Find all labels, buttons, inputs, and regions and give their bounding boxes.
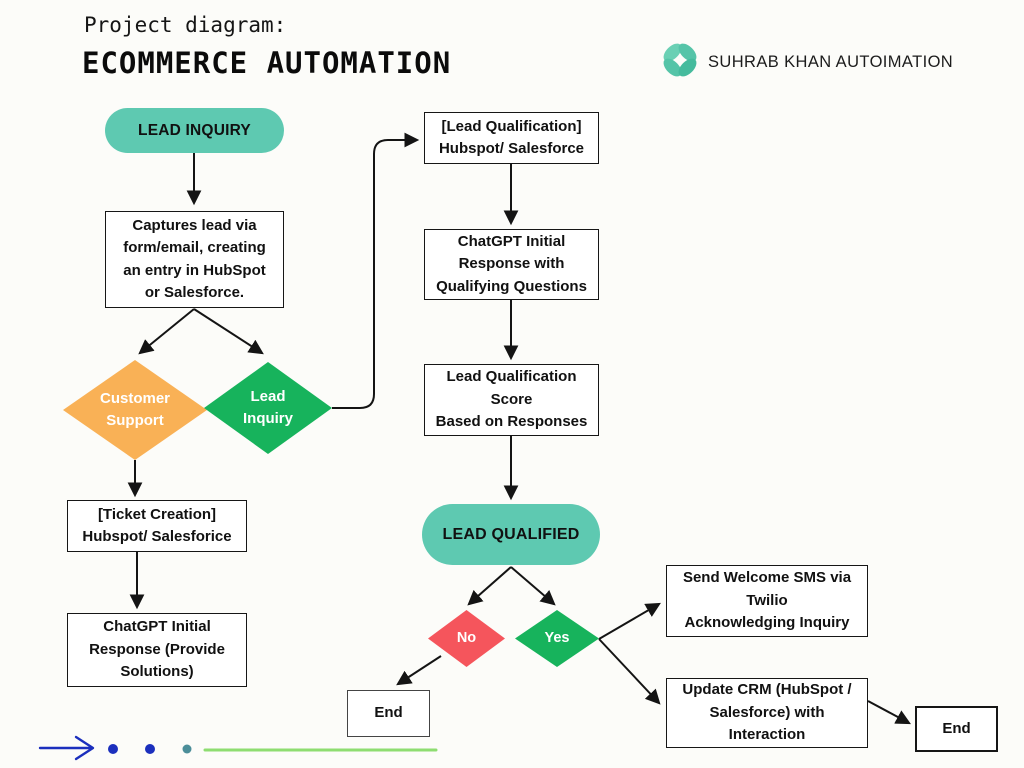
decor-dot-3 [182, 744, 192, 754]
node-lead-inquiry-decision: Lead Inquiry [204, 362, 332, 454]
node-label: [Ticket Creation] Hubspot/ Salesforice [82, 505, 232, 546]
brand-name: SUHRAB KHAN AUTOIMATION [708, 53, 954, 71]
edge-crm-to-end [867, 700, 911, 725]
node-send-welcome-sms: Send Welcome SMS via Twilio Acknowledgin… [666, 565, 868, 637]
node-update-crm: Update CRM (HubSpot / Salesforce) with I… [666, 678, 868, 748]
node-end-right: End [915, 706, 998, 752]
blue-arrow-icon [38, 735, 95, 761]
edge-yes-to-crm [598, 638, 661, 705]
edge-captures-to-customer-support [138, 308, 195, 355]
node-label: Captures lead via form/email, creating a… [123, 216, 266, 302]
node-label: No [456, 629, 477, 646]
decor-dot-2 [145, 744, 155, 754]
node-lead-qualification: [Lead Qualification] Hubspot/ Salesforce [424, 112, 599, 164]
edge-qualified-to-yes [510, 566, 556, 606]
edge-qualified-to-no [467, 566, 512, 606]
node-label: Yes [544, 629, 570, 646]
node-qualification-score: Lead Qualification Score Based on Respon… [424, 364, 599, 436]
footer-decor [38, 735, 438, 761]
diagram-title: ECOMMERCE AUTOMATION [82, 46, 452, 80]
node-label: Lead Qualification Score Based on Respon… [435, 368, 588, 431]
diagram-eyebrow: Project diagram: [84, 13, 287, 37]
node-ticket-creation: [Ticket Creation] Hubspot/ Salesforice [67, 500, 247, 552]
node-end-left: End [347, 690, 430, 737]
node-label: Send Welcome SMS via Twilio Acknowledgin… [682, 569, 852, 632]
node-lead-inquiry-start: LEAD INQUIRY [105, 108, 284, 153]
node-label: End [374, 704, 403, 722]
node-no-decision: No [428, 610, 505, 667]
edge-no-to-end [396, 655, 442, 686]
brand-lockup: SUHRAB KHAN AUTOIMATION [660, 40, 953, 85]
node-chatgpt-qualifying-questions: ChatGPT Initial Response with Qualifying… [424, 229, 599, 300]
node-captures-lead: Captures lead via form/email, creating a… [105, 211, 284, 308]
node-label: Update CRM (HubSpot / Salesforce) with I… [682, 681, 852, 744]
four-petal-flower-icon [660, 40, 700, 85]
edge-yes-to-sms [598, 602, 661, 640]
node-label: [Lead Qualification] Hubspot/ Salesforce [438, 117, 585, 158]
decor-dot-1 [108, 744, 118, 754]
node-yes-decision: Yes [515, 610, 599, 667]
edge-lead-inquiry-to-qualification [332, 132, 420, 409]
node-label: LEAD QUALIFIED [442, 525, 580, 543]
node-lead-qualified: LEAD QUALIFIED [422, 504, 600, 565]
edge-captures-to-lead-inquiry [193, 308, 264, 355]
node-customer-support-decision: Customer Support [63, 360, 207, 460]
node-label: Lead Inquiry [242, 387, 293, 428]
node-label: LEAD INQUIRY [138, 121, 251, 139]
node-chatgpt-provide-solutions: ChatGPT Initial Response (Provide Soluti… [67, 613, 247, 687]
node-label: End [942, 719, 971, 737]
node-label: Customer Support [99, 389, 170, 430]
node-label: ChatGPT Initial Response (Provide Soluti… [89, 618, 225, 681]
node-label: ChatGPT Initial Response with Qualifying… [436, 232, 587, 295]
